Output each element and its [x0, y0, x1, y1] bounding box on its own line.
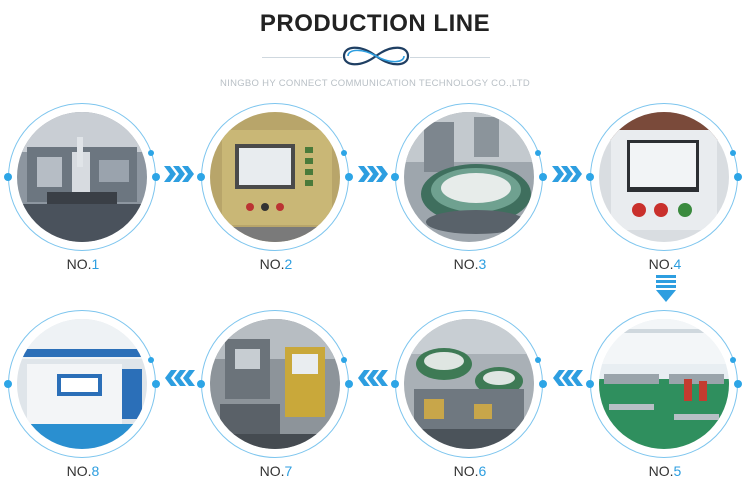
ring-dot	[391, 173, 399, 181]
ring-dot	[4, 173, 12, 181]
step-3-photo-circle	[391, 103, 547, 253]
arrow-left-icon	[553, 370, 583, 386]
title-divider-left	[262, 57, 342, 58]
step-8-label: NO.8	[66, 463, 100, 479]
arrow-down-icon	[656, 275, 676, 302]
arrow-right-icon	[358, 166, 388, 182]
step-2-photo-circle	[197, 103, 353, 253]
step-7-label: NO.7	[259, 463, 293, 479]
step-2-label: NO.2	[259, 256, 293, 272]
ring-dot	[148, 150, 154, 156]
title-divider-right	[410, 57, 490, 58]
ring-dot	[341, 357, 347, 363]
step-6-photo-circle	[391, 310, 547, 460]
ring-dot	[535, 357, 541, 363]
ring-dot	[734, 173, 742, 181]
step-7-photo-circle	[197, 310, 353, 460]
ring-dot	[345, 173, 353, 181]
workshop-photo	[599, 319, 729, 449]
feeder-line-photo	[404, 319, 534, 449]
control-panel-photo	[599, 112, 729, 242]
assembly-machine-photo	[17, 112, 147, 242]
arrow-right-icon	[164, 166, 194, 182]
ring-dot	[535, 150, 541, 156]
infinity-logo-icon	[342, 46, 410, 66]
vibratory-feeder-photo	[404, 112, 534, 242]
ring-dot	[152, 173, 160, 181]
step-4-photo-circle	[586, 103, 742, 253]
ring-dot	[734, 380, 742, 388]
step-6-label: NO.6	[453, 463, 487, 479]
ring-dot	[197, 380, 205, 388]
ring-dot	[341, 150, 347, 156]
ring-dot	[586, 380, 594, 388]
step-5-photo-circle	[586, 310, 742, 460]
arrow-left-icon	[165, 370, 195, 386]
arrow-right-icon	[552, 166, 582, 182]
arrow-left-icon	[358, 370, 388, 386]
ring-dot	[730, 150, 736, 156]
ring-dot	[345, 380, 353, 388]
ring-dot	[391, 380, 399, 388]
company-subtitle: NINGBO HY CONNECT COMMUNICATION TECHNOLO…	[219, 78, 531, 89]
step-8-photo-circle	[4, 310, 160, 460]
ring-dot	[730, 357, 736, 363]
step-3-label: NO.3	[453, 256, 487, 272]
ring-dot	[197, 173, 205, 181]
ring-dot	[539, 173, 547, 181]
ring-dot	[148, 357, 154, 363]
ring-dot	[152, 380, 160, 388]
ring-dot	[539, 380, 547, 388]
automation-cell-photo	[210, 319, 340, 449]
injection-machine-photo	[17, 319, 147, 449]
step-4-label: NO.4	[648, 256, 682, 272]
ring-dot	[4, 380, 12, 388]
step-1-label: NO.1	[66, 256, 100, 272]
step-5-label: NO.5	[648, 463, 682, 479]
step-1-photo-circle	[4, 103, 160, 253]
page-title: PRODUCTION LINE	[259, 10, 491, 37]
test-panel-photo	[210, 112, 340, 242]
ring-dot	[586, 173, 594, 181]
